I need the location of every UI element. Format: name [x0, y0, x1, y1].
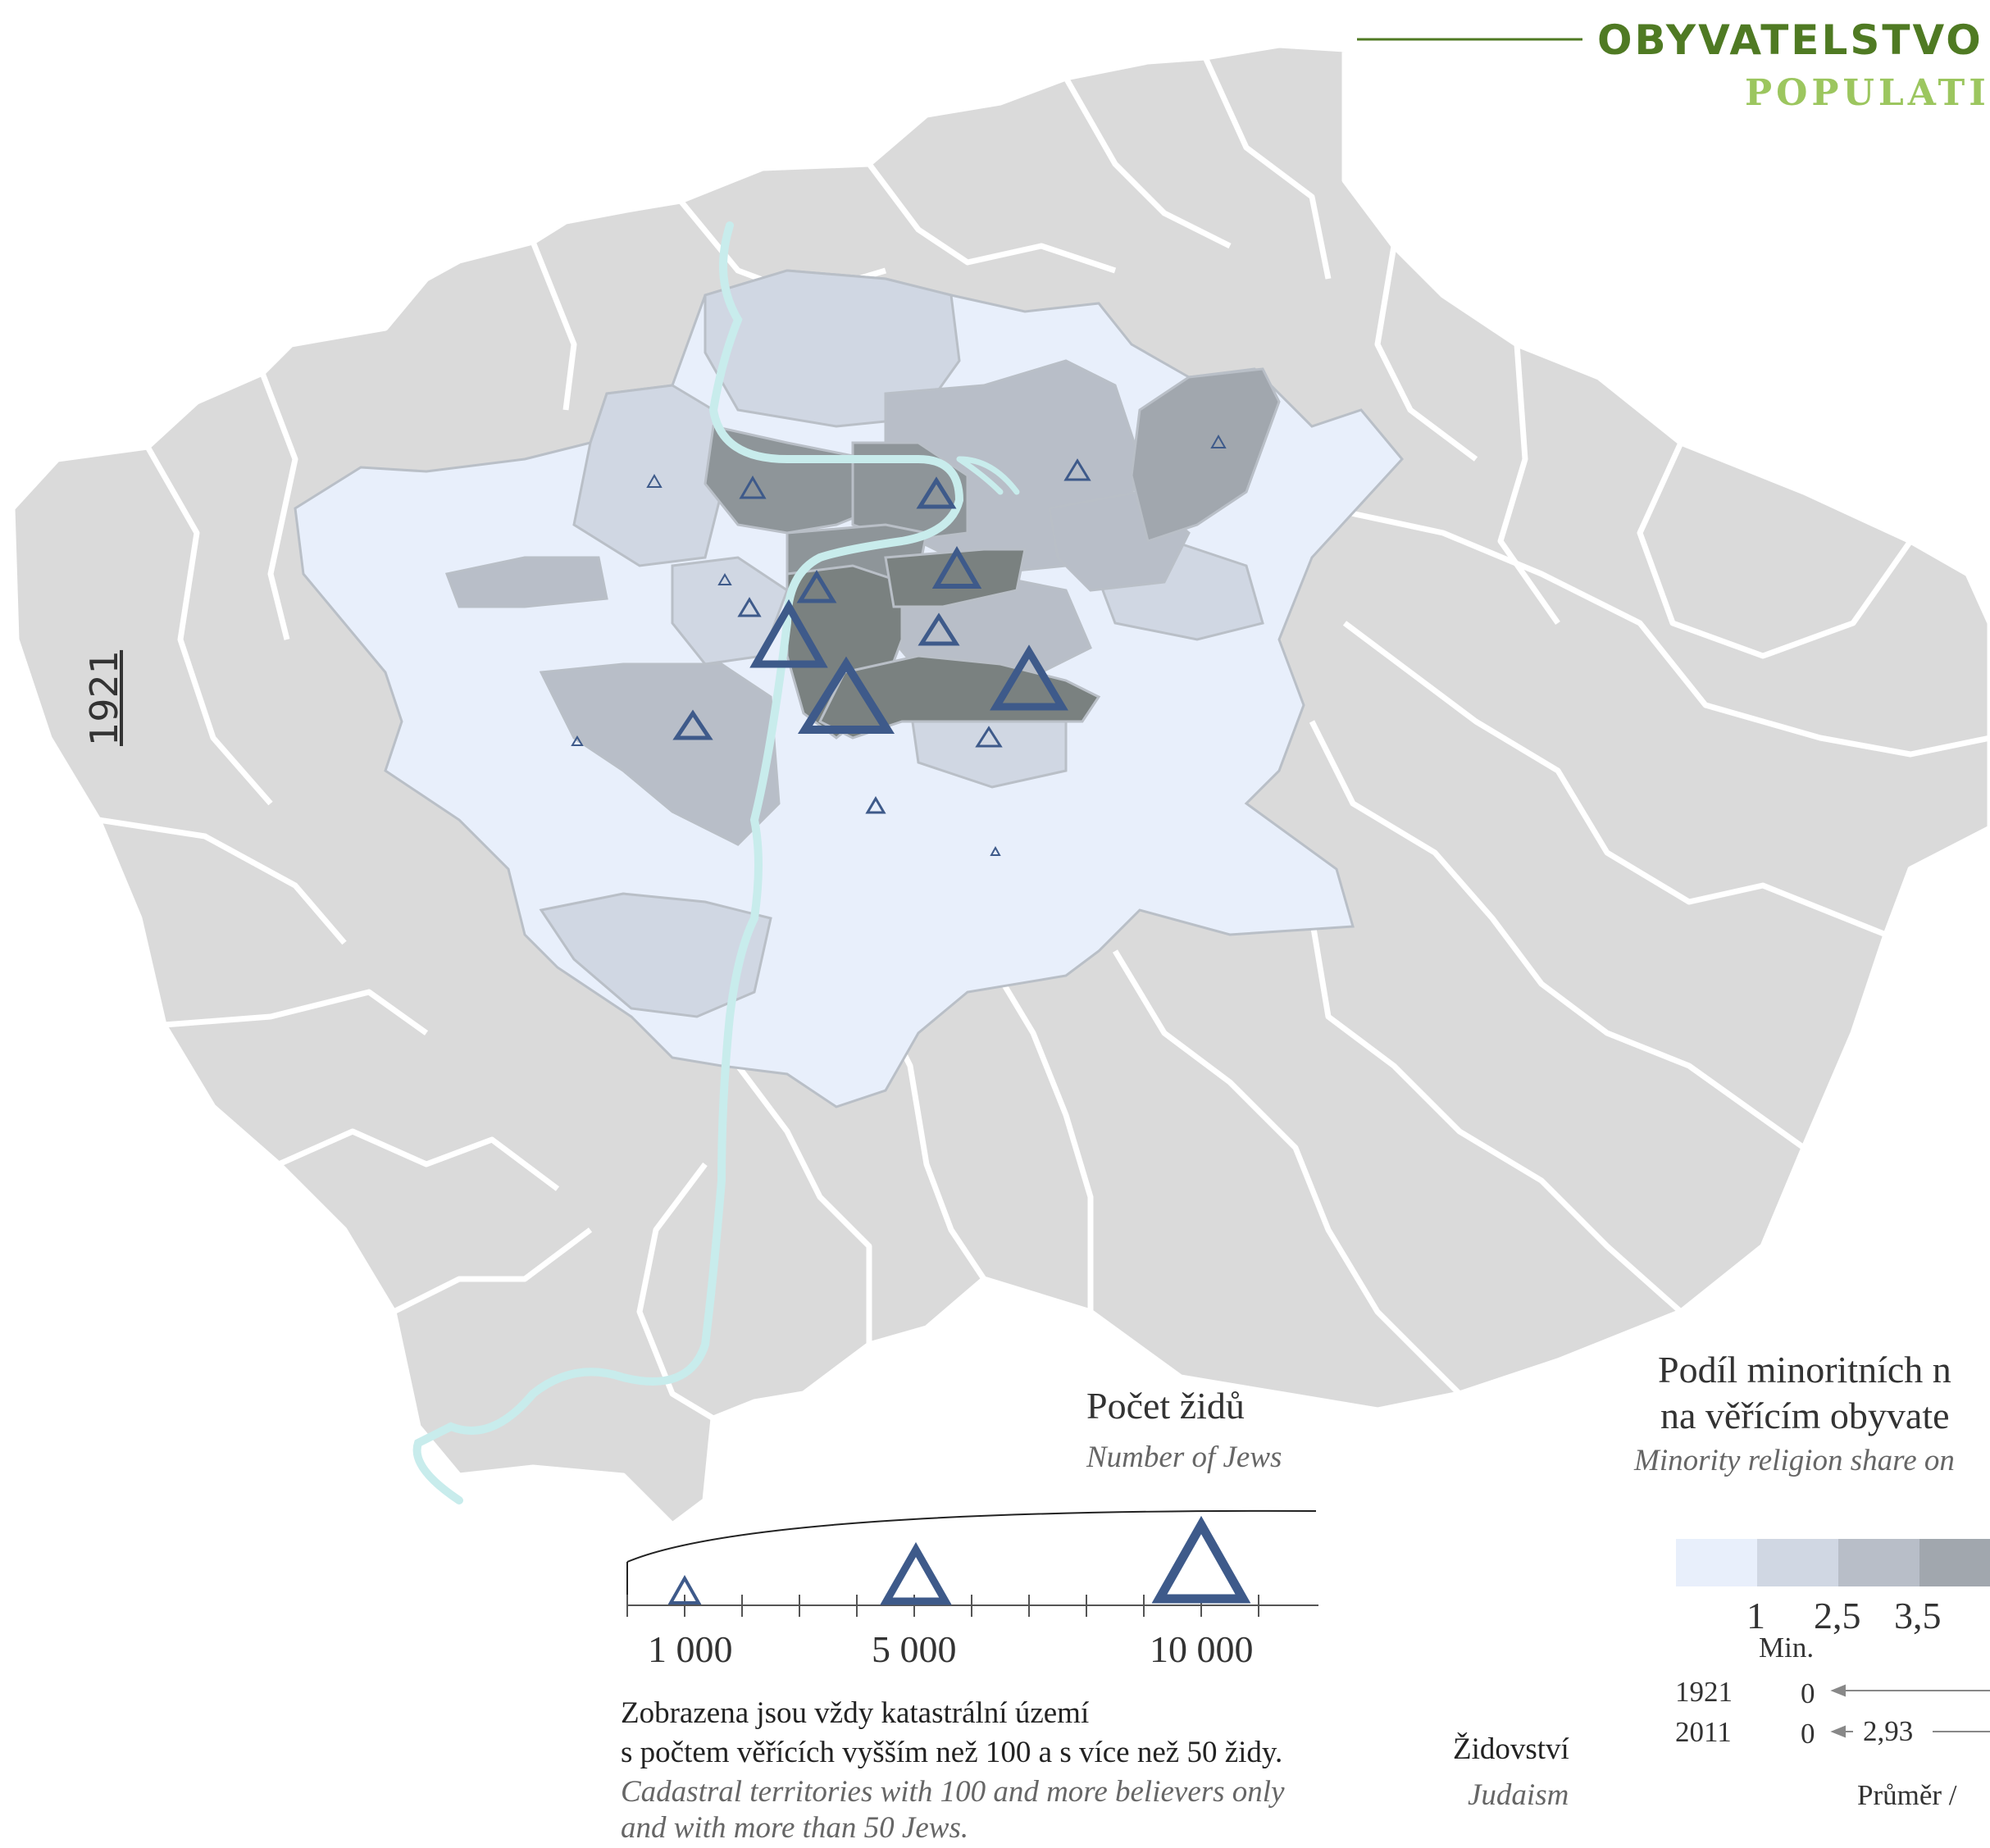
- territory-class-6-zizkov: [884, 548, 1027, 608]
- map-year-label: 1921: [82, 649, 126, 746]
- scale-label-1000: 1 000: [648, 1628, 733, 1670]
- jews-symbol-medium-3: [916, 476, 957, 509]
- scale-label-10000: 10 000: [1150, 1628, 1254, 1670]
- jews-symbol-large-2: [749, 599, 828, 668]
- share-class-1-swatch: [1676, 1539, 1757, 1586]
- page-title: OBYVATELSTVO P: [1597, 16, 1990, 64]
- symbol-legend-title: Počet židů: [1086, 1385, 1245, 1427]
- jews-symbols: [571, 434, 1227, 856]
- share-legend-title-2: na věřícím obyvate: [1660, 1395, 1950, 1436]
- share-break-2: 2,5: [1814, 1595, 1861, 1636]
- share-class-3-swatch: [1838, 1539, 1919, 1586]
- share-avg-label: Průměr /: [1857, 1779, 1957, 1811]
- share-row-2011-avg: 2,93: [1863, 1715, 1914, 1747]
- share-row-2011-min: 0: [1801, 1718, 1815, 1750]
- jews-symbol-medium-5: [672, 709, 713, 740]
- symbol-legend-subtitle: Number of Jews: [1086, 1441, 1282, 1474]
- share-break-1: 1: [1746, 1595, 1765, 1636]
- share-legend-title-1: Podíl minoritních n: [1658, 1349, 1951, 1391]
- jews-symbol-medium-2: [918, 612, 960, 646]
- share-row-1921-min: 0: [1801, 1677, 1815, 1709]
- jews-symbol-medium-1: [931, 546, 982, 589]
- jews-symbol-tiny-5: [990, 845, 1001, 856]
- note-en-line-2: and with more than 50 Jews.: [621, 1811, 969, 1845]
- territory-class-5-karlin: [851, 441, 969, 543]
- legend-symbol-5000: [880, 1541, 952, 1605]
- legend-curve: [626, 1509, 1317, 1563]
- jews-symbol-large-3: [990, 644, 1068, 711]
- territory-class-2-south: [539, 892, 772, 1018]
- page-subtitle: POPULATIO: [1745, 72, 1990, 114]
- jews-symbol-tiny-3: [717, 573, 732, 585]
- jews-symbol-small-2: [1063, 458, 1091, 481]
- jews-symbol-small-1: [739, 476, 767, 499]
- jews-symbol-medium-4: [796, 570, 837, 603]
- share-break-3: 3,5: [1894, 1595, 1942, 1636]
- share-row-1921-year: 1921: [1675, 1676, 1733, 1708]
- note-cz-line-1: Zobrazena jsou vždy katastrální území: [621, 1696, 1090, 1730]
- note-cz-line-2: s počtem věřících vyšším než 100 a s víc…: [621, 1736, 1283, 1769]
- vltava-canal: [956, 456, 1020, 495]
- jews-symbol-tiny-4: [571, 735, 584, 746]
- note-en-line-1: Cadastral territories with 100 and more …: [621, 1775, 1285, 1809]
- share-row-2011-year: 2011: [1675, 1716, 1732, 1748]
- territory-class-3-west: [444, 556, 608, 608]
- share-legend-subtitle: Minority religion share on: [1634, 1444, 1955, 1477]
- territory-class-4-northeast: [1130, 367, 1281, 543]
- vltava-river: [412, 221, 964, 1504]
- jews-symbol-large-1: [797, 656, 895, 734]
- territory-class-2-west: [572, 384, 723, 567]
- legend-symbol-1000: [667, 1574, 702, 1604]
- jews-symbol-small-4: [737, 597, 762, 617]
- symbol-legend-graphic: [626, 1509, 1318, 1617]
- religion-name-en: Judaism: [1468, 1778, 1569, 1812]
- share-class-2-swatch: [1757, 1539, 1838, 1586]
- religion-name-cz: Židovství: [1453, 1732, 1569, 1766]
- jews-symbol-tiny-2: [1210, 434, 1227, 448]
- share-legend-arrows: [1830, 1684, 1990, 1738]
- share-class-4-swatch: [1919, 1539, 1990, 1586]
- jews-symbol-small-5: [865, 796, 886, 814]
- jews-symbol-small-3: [975, 726, 1003, 748]
- legend-symbol-10000: [1151, 1515, 1251, 1604]
- share-min-label: Min.: [1759, 1632, 1815, 1664]
- jews-symbol-tiny-1: [646, 473, 663, 488]
- scale-label-5000: 5 000: [872, 1628, 957, 1670]
